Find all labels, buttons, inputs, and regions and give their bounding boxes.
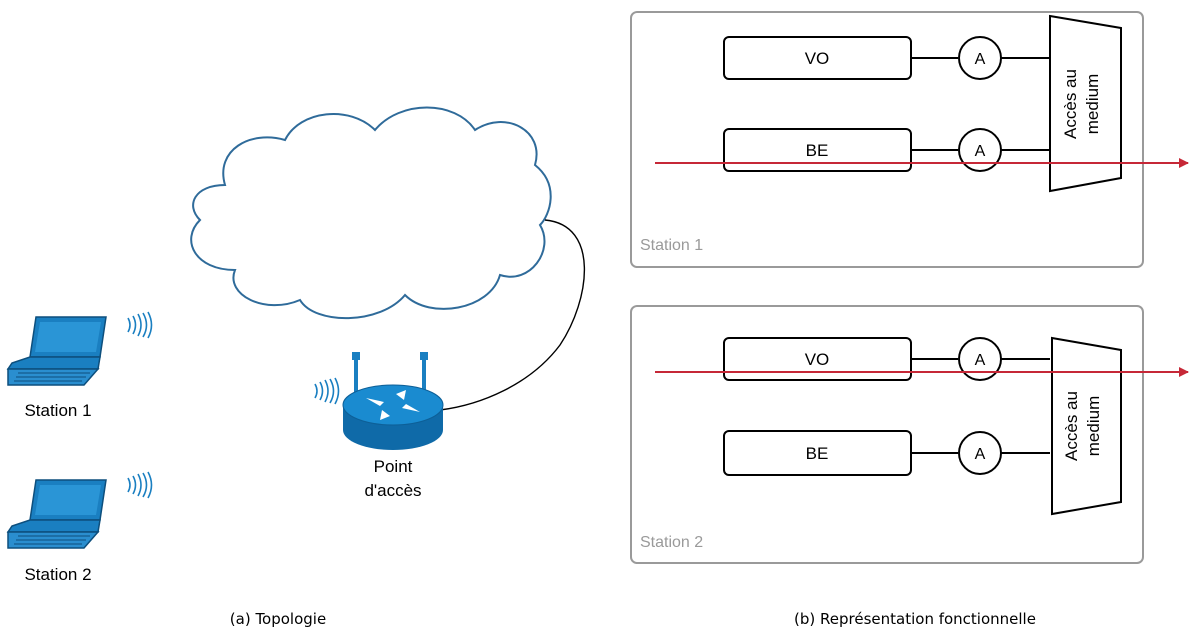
access-point-icon <box>342 352 444 450</box>
caption-a: (a) Topologie <box>230 610 326 628</box>
medium-access-label-line1: Accès au <box>1062 391 1081 461</box>
medium-access-block <box>1049 14 1122 193</box>
caption-b: (b) Représentation fonctionnelle <box>794 610 1036 628</box>
wired-link <box>439 219 586 411</box>
queue-vo-label: VO <box>805 49 830 68</box>
station2-label: Station 2 <box>24 565 91 584</box>
medium-access-label-line2: medium <box>1084 396 1103 456</box>
topology-panel: Station 1 Station 2 <box>6 106 586 628</box>
laptop-icon <box>6 316 107 386</box>
wifi-signal-icon <box>127 471 153 499</box>
wifi-signal-icon <box>127 311 153 339</box>
network-cloud <box>190 106 552 320</box>
ap-label-line1: Point <box>374 457 413 476</box>
queue-be-label: BE <box>806 444 829 463</box>
queue-be-label: BE <box>806 141 829 160</box>
ap-label-line2: d'accès <box>364 481 421 500</box>
queue-vo-label: VO <box>805 350 830 369</box>
medium-access-block <box>1051 336 1122 516</box>
laptop-icon <box>6 479 107 549</box>
medium-access-label-line1: Accès au <box>1061 69 1080 139</box>
arbiter-label: A <box>975 51 986 68</box>
station2-panel: VO A BE A Accès au medium Station 2 <box>630 305 1189 564</box>
station1-label: Station 1 <box>24 401 91 420</box>
station1-panel-label: Station 1 <box>640 237 703 254</box>
arbiter-label: A <box>975 352 986 369</box>
wifi-signal-icon <box>314 377 340 405</box>
arbiter-label: A <box>975 143 986 160</box>
station2-panel-label: Station 2 <box>640 534 703 551</box>
medium-access-label-line2: medium <box>1083 74 1102 134</box>
arbiter-label: A <box>975 446 986 463</box>
station1-panel: VO A BE A Accès au medium Station 1 <box>630 11 1189 268</box>
